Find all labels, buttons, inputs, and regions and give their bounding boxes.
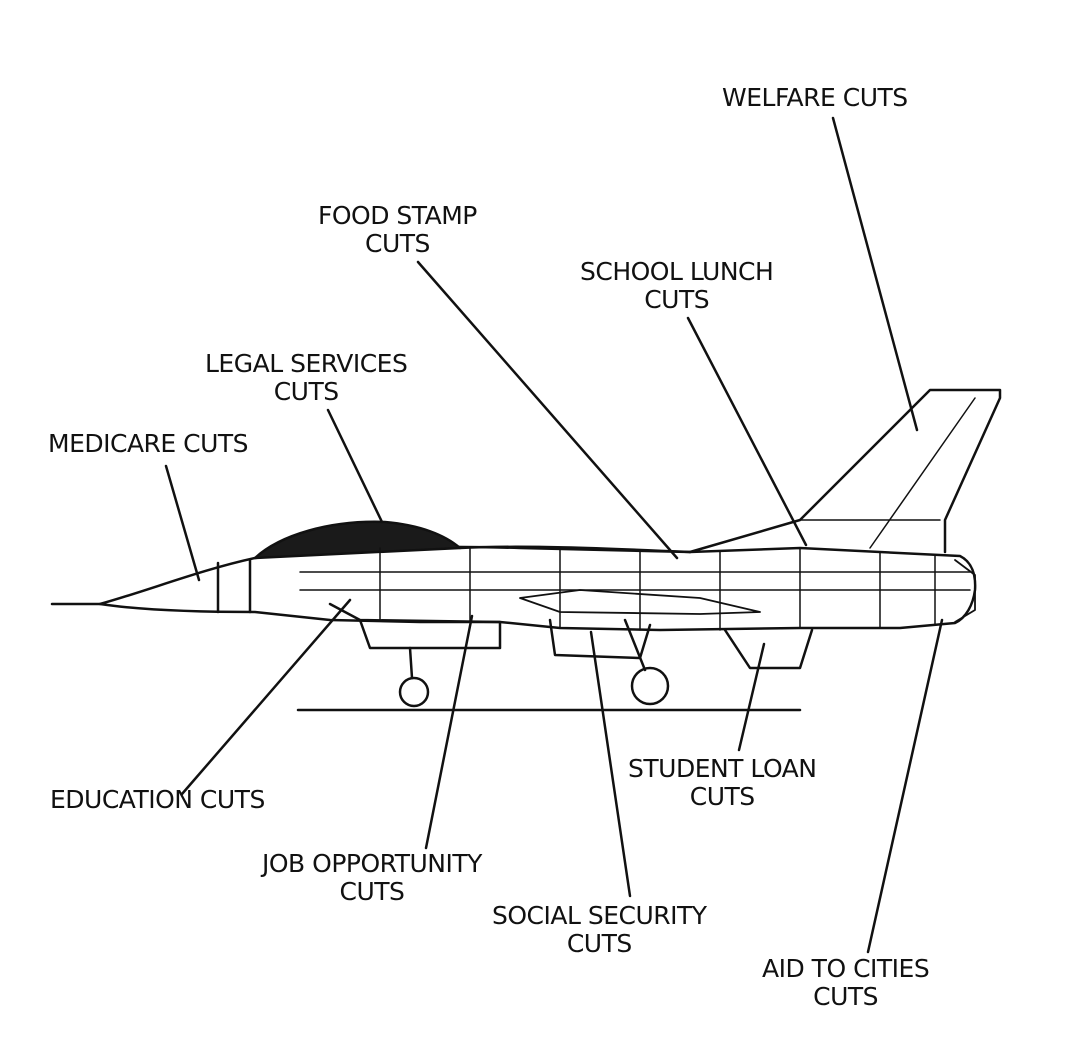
label-aid-to-cities-cuts: AID TO CITIES CUTS xyxy=(762,954,930,1011)
leader-job-opportunity xyxy=(424,614,474,850)
intake xyxy=(328,602,502,650)
label-social-security-cuts: SOCIAL SECURITY CUTS xyxy=(492,901,707,958)
leader-legal-services xyxy=(326,408,384,524)
main-wheel xyxy=(630,666,670,706)
nose-gear-strut xyxy=(408,646,414,680)
leader-food-stamp xyxy=(416,260,679,560)
leader-aid-to-cities xyxy=(866,618,944,954)
leader-school-lunch xyxy=(686,316,808,547)
label-welfare-cuts: WELFARE CUTS xyxy=(722,83,908,112)
label-education-cuts: EDUCATION CUTS xyxy=(50,785,265,814)
leader-welfare xyxy=(831,116,919,432)
leader-student-loan xyxy=(737,642,766,752)
fuselage xyxy=(98,545,977,632)
leader-social-security xyxy=(589,630,632,898)
label-student-loan-cuts: STUDENT LOAN CUTS xyxy=(628,754,817,811)
exhaust xyxy=(954,559,976,623)
label-legal-services-cuts: LEGAL SERVICES CUTS xyxy=(205,349,408,406)
leader-medicare xyxy=(164,464,201,582)
fuel-tank-center xyxy=(548,618,652,660)
nose-wheel xyxy=(398,676,430,708)
canopy xyxy=(253,520,462,560)
label-job-opportunity-cuts: JOB OPPORTUNITY CUTS xyxy=(262,849,482,906)
label-food-stamp-cuts: FOOD STAMP CUTS xyxy=(318,201,477,258)
leader-education xyxy=(180,598,352,796)
label-medicare-cuts: MEDICARE CUTS xyxy=(48,429,249,458)
wing xyxy=(519,589,761,615)
main-gear-strut xyxy=(623,618,647,672)
ventral-fin xyxy=(723,628,814,670)
label-school-lunch-cuts: SCHOOL LUNCH CUTS xyxy=(580,257,774,314)
vertical-tail xyxy=(688,388,1002,554)
